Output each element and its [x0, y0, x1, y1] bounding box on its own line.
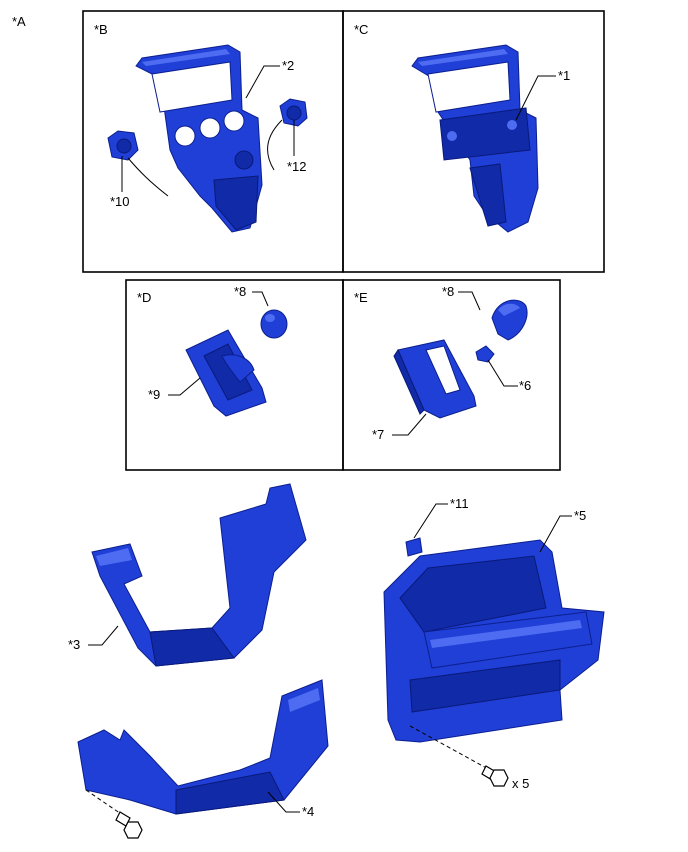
label-part-6: *6	[519, 378, 531, 393]
label-part-3: *3	[68, 637, 80, 652]
label-a: *A	[12, 14, 26, 29]
part-12-right-switch	[267, 98, 308, 171]
part-5-glove-box-assembly	[383, 539, 605, 743]
label-part-1: *1	[558, 68, 570, 83]
label-e: *E	[354, 290, 368, 305]
part-8-shift-knob-d	[260, 309, 288, 339]
label-part-11: *11	[450, 496, 469, 511]
label-part-7: *7	[372, 427, 384, 442]
part-3-upper-console-panel	[91, 483, 307, 667]
label-part-8-d: *8	[234, 284, 246, 299]
label-c: *C	[354, 22, 368, 37]
part-2-center-cluster-panel	[135, 44, 263, 233]
label-b: *B	[94, 22, 108, 37]
bolt-icon	[481, 765, 509, 787]
part-8-shift-knob-e	[491, 299, 528, 341]
label-part-5: *5	[574, 508, 586, 523]
label-part-2: *2	[282, 58, 294, 73]
label-part-12: *12	[287, 159, 307, 174]
part-1-center-cluster-assembly	[411, 44, 539, 233]
part-9-shift-boot-bezel	[185, 329, 267, 417]
label-d: *D	[137, 290, 151, 305]
part-10-left-switch	[107, 130, 169, 197]
panel-e-frame	[342, 279, 561, 471]
part-11-clip	[405, 537, 423, 557]
part-6-shift-knob-base	[475, 345, 495, 363]
quantity-label: x 5	[512, 776, 529, 791]
label-part-4: *4	[302, 804, 314, 819]
part-7-shift-lever-bezel	[393, 339, 477, 419]
panel-c-frame	[342, 10, 605, 273]
label-part-8-e: *8	[442, 284, 454, 299]
label-part-10: *10	[110, 194, 130, 209]
bolt-icon	[115, 811, 143, 839]
part-4-lower-console-panel	[77, 679, 329, 815]
label-part-9: *9	[148, 387, 160, 402]
